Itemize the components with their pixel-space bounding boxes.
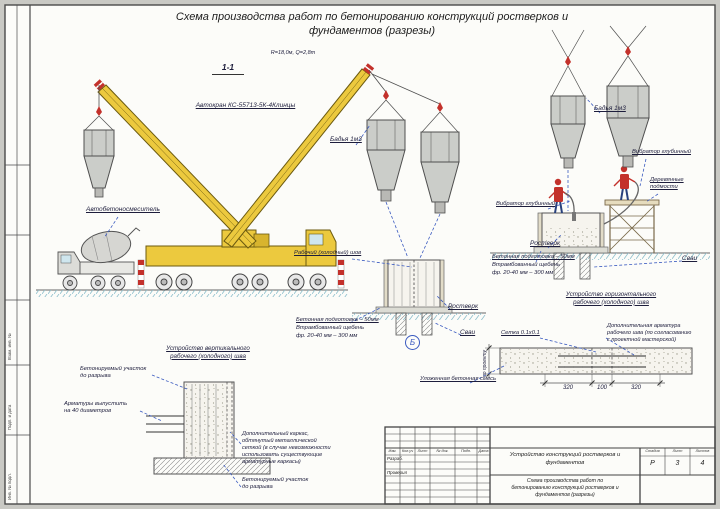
label-piles-mid: Сваи <box>460 329 476 336</box>
concrete-bucket-mid-b <box>371 73 460 214</box>
pile <box>553 252 565 280</box>
label-bucket-mid: Бадья 1м3 <box>330 136 362 143</box>
label-bucket-right: Бадья 1м3 <box>594 105 626 112</box>
pile <box>395 312 407 336</box>
concrete-bucket-left <box>83 85 115 198</box>
label-mixer: Автобетоносмеситель <box>86 206 160 213</box>
margin-strip-podp: Подп. и дата <box>7 404 12 430</box>
crane-parameters: R=18,0м, Q=2,8т <box>270 50 316 56</box>
label-extra-cage: Дополнительный каркас, обтянутый металли… <box>242 431 331 465</box>
detail-vertical-title: Устройство вертикального рабочего (холод… <box>166 345 250 360</box>
mixer-wheels <box>62 275 126 291</box>
concrete-bucket-mid-a <box>366 69 406 202</box>
foundation-base <box>153 457 271 475</box>
pile <box>421 312 433 336</box>
label-vibrator-1: Вибратор глубинный <box>496 201 555 207</box>
title-block-grid <box>384 426 716 505</box>
tb-col-podp: Подп. <box>460 449 472 453</box>
detail-horizontal-title: Устройство горизонтального рабочего (хол… <box>565 291 657 306</box>
dimension-320-left: 320 <box>562 385 573 391</box>
helmet-icon <box>554 178 562 186</box>
cab-window <box>308 233 324 246</box>
hook-icon <box>383 90 389 100</box>
label-rostverk-right: Ростверк <box>530 240 561 247</box>
boom-tip-stripes <box>93 63 375 91</box>
label-prep-right-3: фр. 20-40 мм – 300 мм <box>492 270 554 276</box>
label-prep-right-2: Втрамбованный щебень <box>492 262 561 268</box>
tb-stage-value: Р <box>650 460 655 467</box>
label-prep-mid-1: Бетонная подготовка – 50мм <box>296 317 379 323</box>
label-scaffold: Деревянные подмости <box>650 177 684 191</box>
label-prep-mid-3: фр. 20-40 мм – 300 мм <box>296 333 358 339</box>
outrigger-stripe-posts <box>137 259 345 289</box>
hook-icon <box>437 102 443 112</box>
vibrator-hose <box>603 181 639 225</box>
label-crane: Автокран КС-55713-5К-4Клинцы <box>195 102 296 109</box>
vibrator-hose <box>564 192 575 215</box>
label-mesh: Сетка 0.1х0.1 <box>501 330 540 336</box>
tb-object-title: Устройство конструкций ростверков и фунд… <box>509 452 621 466</box>
tb-row-checked: Проверил <box>387 470 408 475</box>
crane-wheels <box>155 273 327 291</box>
hook-icon <box>96 106 102 116</box>
dimension-320-right: 320 <box>630 385 641 391</box>
vertical-joint-detail-drawing <box>146 381 271 475</box>
tb-row-developed: Разраб. <box>387 456 403 461</box>
label-segment-bottom: Бетонируемый участок до разрыва <box>242 477 309 491</box>
tb-col-ndok: № док. <box>436 449 449 453</box>
page-title: Схема производства работ по бетонировани… <box>175 11 569 37</box>
tb-col-list: Лист <box>417 449 428 453</box>
blinding-layer <box>375 306 453 314</box>
detail-reference-mark: Б <box>405 335 420 350</box>
concrete-bucket-right-a <box>550 29 586 169</box>
dimension-ticks <box>486 345 663 386</box>
mixer-truck-drawing <box>57 227 141 291</box>
label-rostverk-mid: Ростверк <box>448 303 479 310</box>
protruding-rebar <box>146 415 184 433</box>
rostverk-right-drawing <box>533 212 609 280</box>
mixer-drum <box>80 230 132 264</box>
tb-sheet-title: Схема производства работ по бетонировани… <box>511 478 619 499</box>
dimension-by-project: по проекту <box>482 350 488 377</box>
tb-col-izm: Изм. <box>388 449 397 453</box>
dimension-lines <box>485 344 665 387</box>
tb-sheet-value: 3 <box>675 460 680 467</box>
dimension-100: 100 <box>596 385 607 391</box>
truck-crane-drawing <box>93 63 375 291</box>
label-prep-right-1: Бетонная подготовка – 50мм <box>492 254 575 260</box>
blinding-layer <box>533 246 609 254</box>
hook-icon <box>625 46 631 56</box>
label-rebar-out: Арматуры выпустить на 40 диаметров <box>64 401 128 415</box>
tb-stage-label: Стадия <box>645 449 660 453</box>
margin-strip-vzam: Взам. инв. № <box>7 333 12 360</box>
crane-counterweight <box>253 233 270 248</box>
margin-strip-inv: Инв. № подл. <box>7 473 12 500</box>
label-extra-rebar: Дополнительная арматура рабочего шва (по… <box>607 323 692 343</box>
section-mark: 1-1 <box>212 62 244 75</box>
leader-lines <box>103 97 683 488</box>
tb-col-data: Дата <box>478 449 489 453</box>
tb-sheets-value: 4 <box>700 460 705 467</box>
tb-col-koluch: Кол.уч <box>401 449 414 453</box>
label-piles-right: Сваи <box>682 255 698 262</box>
rostverk-mid-drawing <box>375 259 453 336</box>
tb-sheets-label: Листов <box>695 449 710 453</box>
label-cold-joint: Рабочий (холодный) шов <box>294 250 362 256</box>
label-segment-top: Бетонируемый участок до разрыва <box>80 366 147 380</box>
concrete-bucket-right-b <box>606 25 650 168</box>
mixer-chute <box>127 227 141 237</box>
pile <box>579 252 591 280</box>
label-prep-mid-2: Втрамбованный щебень <box>296 325 365 331</box>
tb-sheet-label: Лист <box>672 449 683 453</box>
crane-chassis <box>145 245 309 267</box>
hook-icon <box>565 56 571 66</box>
horizontal-joint-detail-drawing <box>485 344 693 387</box>
label-concrete-mix: Уложенная бетонная смесь <box>420 376 497 382</box>
label-vibrator-2: Вибратор глубинный <box>632 149 691 155</box>
